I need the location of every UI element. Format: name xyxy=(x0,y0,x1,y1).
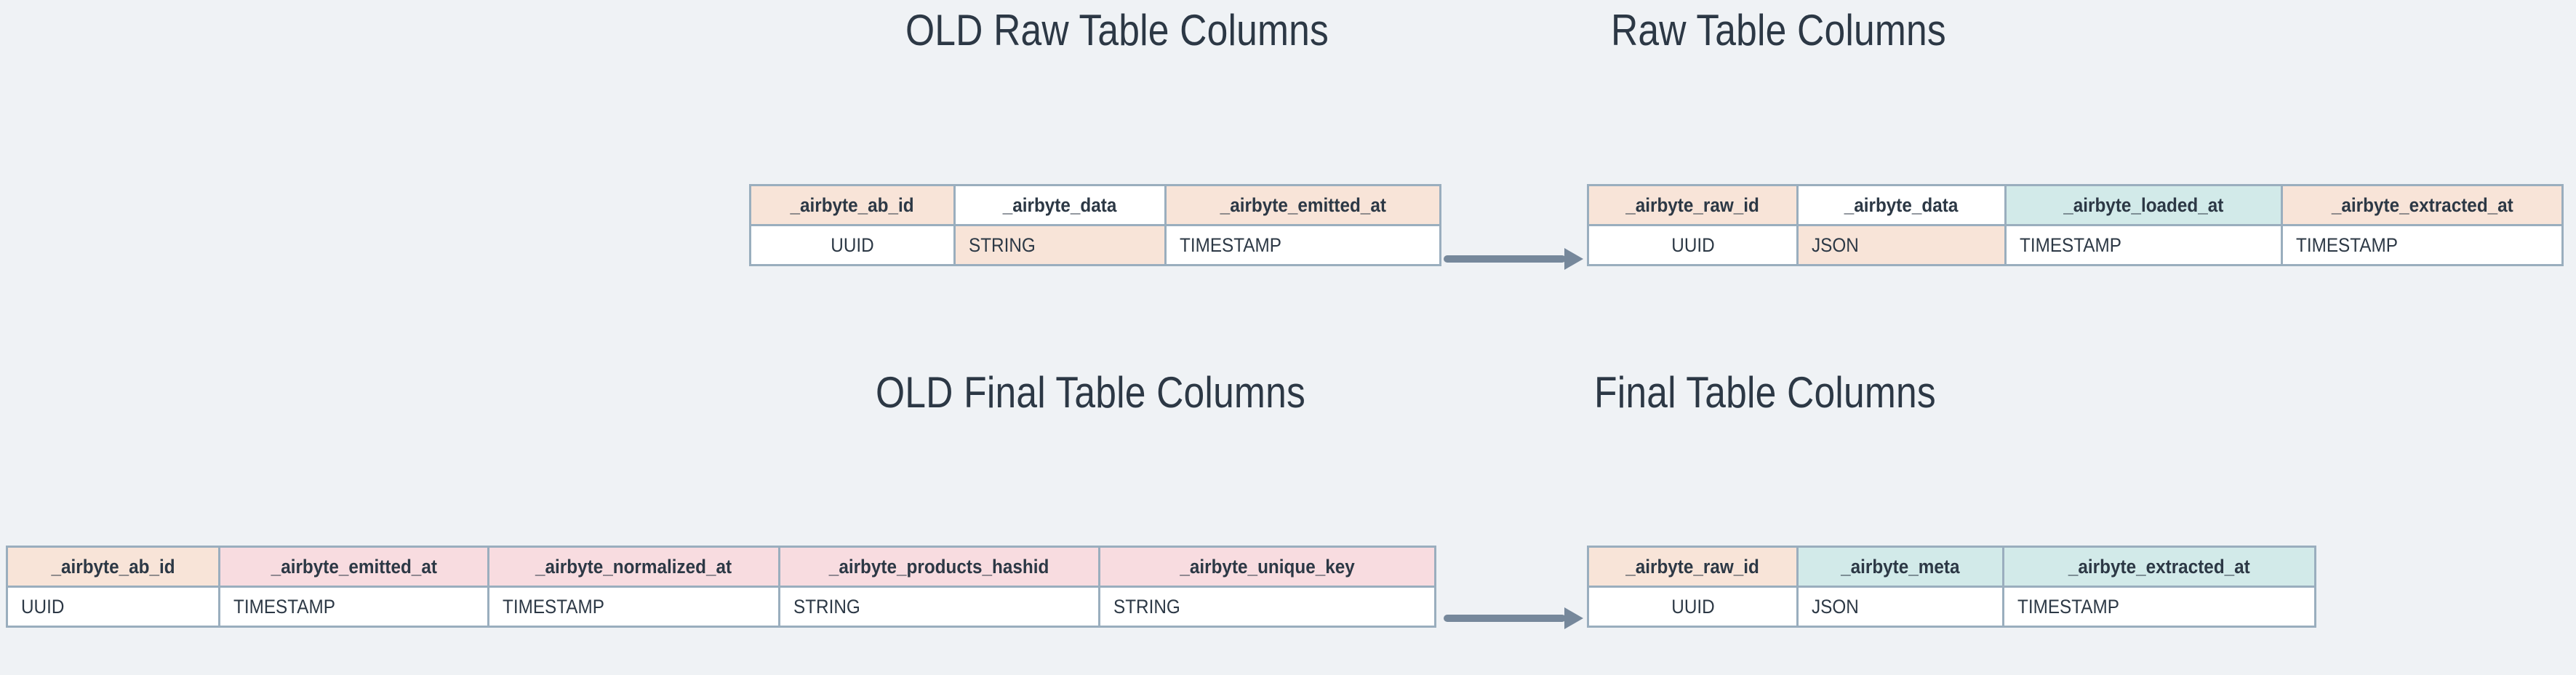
type-cell: JSON xyxy=(1799,226,2007,266)
type-cell: TIMESTAMP xyxy=(2004,588,2316,628)
header-cell: _airbyte_products_hashid xyxy=(780,546,1100,588)
header-cell: _airbyte_normalized_at xyxy=(489,546,780,588)
type-cell: UUID xyxy=(1587,588,1799,628)
arrow-head-icon xyxy=(1564,607,1583,629)
title-old-final-table-columns: OLD Final Table Columns xyxy=(876,368,1305,417)
header-cell: _airbyte_meta xyxy=(1799,546,2004,588)
header-cell: _airbyte_extracted_at xyxy=(2004,546,2316,588)
table-header-row: _airbyte_ab_id _airbyte_data _airbyte_em… xyxy=(749,184,1441,226)
header-cell: _airbyte_emitted_at xyxy=(1167,184,1441,226)
type-cell: STRING xyxy=(1100,588,1436,628)
header-cell: _airbyte_raw_id xyxy=(1587,546,1799,588)
header-cell: _airbyte_extracted_at xyxy=(2283,184,2564,226)
header-cell: _airbyte_data xyxy=(1799,184,2007,226)
arrow-head-icon xyxy=(1564,248,1583,270)
title-old-raw-table-columns: OLD Raw Table Columns xyxy=(905,6,1329,55)
table-final-table-columns: _airbyte_raw_id _airbyte_meta _airbyte_e… xyxy=(1587,546,2316,628)
table-old-raw-table-columns: _airbyte_ab_id _airbyte_data _airbyte_em… xyxy=(749,184,1441,266)
header-cell: _airbyte_loaded_at xyxy=(2007,184,2283,226)
table-row: UUID TIMESTAMP TIMESTAMP STRING STRING xyxy=(6,588,1436,628)
title-raw-table-columns: Raw Table Columns xyxy=(1611,6,1946,55)
arrow-shaft xyxy=(1444,615,1566,622)
header-cell: _airbyte_raw_id xyxy=(1587,184,1799,226)
type-cell: STRING xyxy=(780,588,1100,628)
table-old-final-table-columns: _airbyte_ab_id _airbyte_emitted_at _airb… xyxy=(6,546,1436,628)
type-cell: UUID xyxy=(749,226,956,266)
header-cell: _airbyte_data xyxy=(956,184,1167,226)
table-row: UUID JSON TIMESTAMP xyxy=(1587,588,2316,628)
table-header-row: _airbyte_ab_id _airbyte_emitted_at _airb… xyxy=(6,546,1436,588)
table-raw-table-columns: _airbyte_raw_id _airbyte_data _airbyte_l… xyxy=(1587,184,2564,266)
arrow-final-row xyxy=(1444,604,1583,633)
table-row: UUID JSON TIMESTAMP TIMESTAMP xyxy=(1587,226,2564,266)
table-row: UUID STRING TIMESTAMP xyxy=(749,226,1441,266)
type-cell: UUID xyxy=(6,588,220,628)
header-cell: _airbyte_emitted_at xyxy=(220,546,489,588)
table-header-row: _airbyte_raw_id _airbyte_data _airbyte_l… xyxy=(1587,184,2564,226)
type-cell: JSON xyxy=(1799,588,2004,628)
type-cell: TIMESTAMP xyxy=(2007,226,2283,266)
type-cell: TIMESTAMP xyxy=(220,588,489,628)
type-cell: STRING xyxy=(956,226,1167,266)
title-final-table-columns: Final Table Columns xyxy=(1594,368,1936,417)
arrow-shaft xyxy=(1444,255,1566,263)
type-cell: TIMESTAMP xyxy=(1167,226,1441,266)
type-cell: TIMESTAMP xyxy=(2283,226,2564,266)
type-cell: TIMESTAMP xyxy=(489,588,780,628)
header-cell: _airbyte_ab_id xyxy=(6,546,220,588)
header-cell: _airbyte_unique_key xyxy=(1100,546,1436,588)
type-cell: UUID xyxy=(1587,226,1799,266)
arrow-raw-row xyxy=(1444,244,1583,273)
header-cell: _airbyte_ab_id xyxy=(749,184,956,226)
table-header-row: _airbyte_raw_id _airbyte_meta _airbyte_e… xyxy=(1587,546,2316,588)
